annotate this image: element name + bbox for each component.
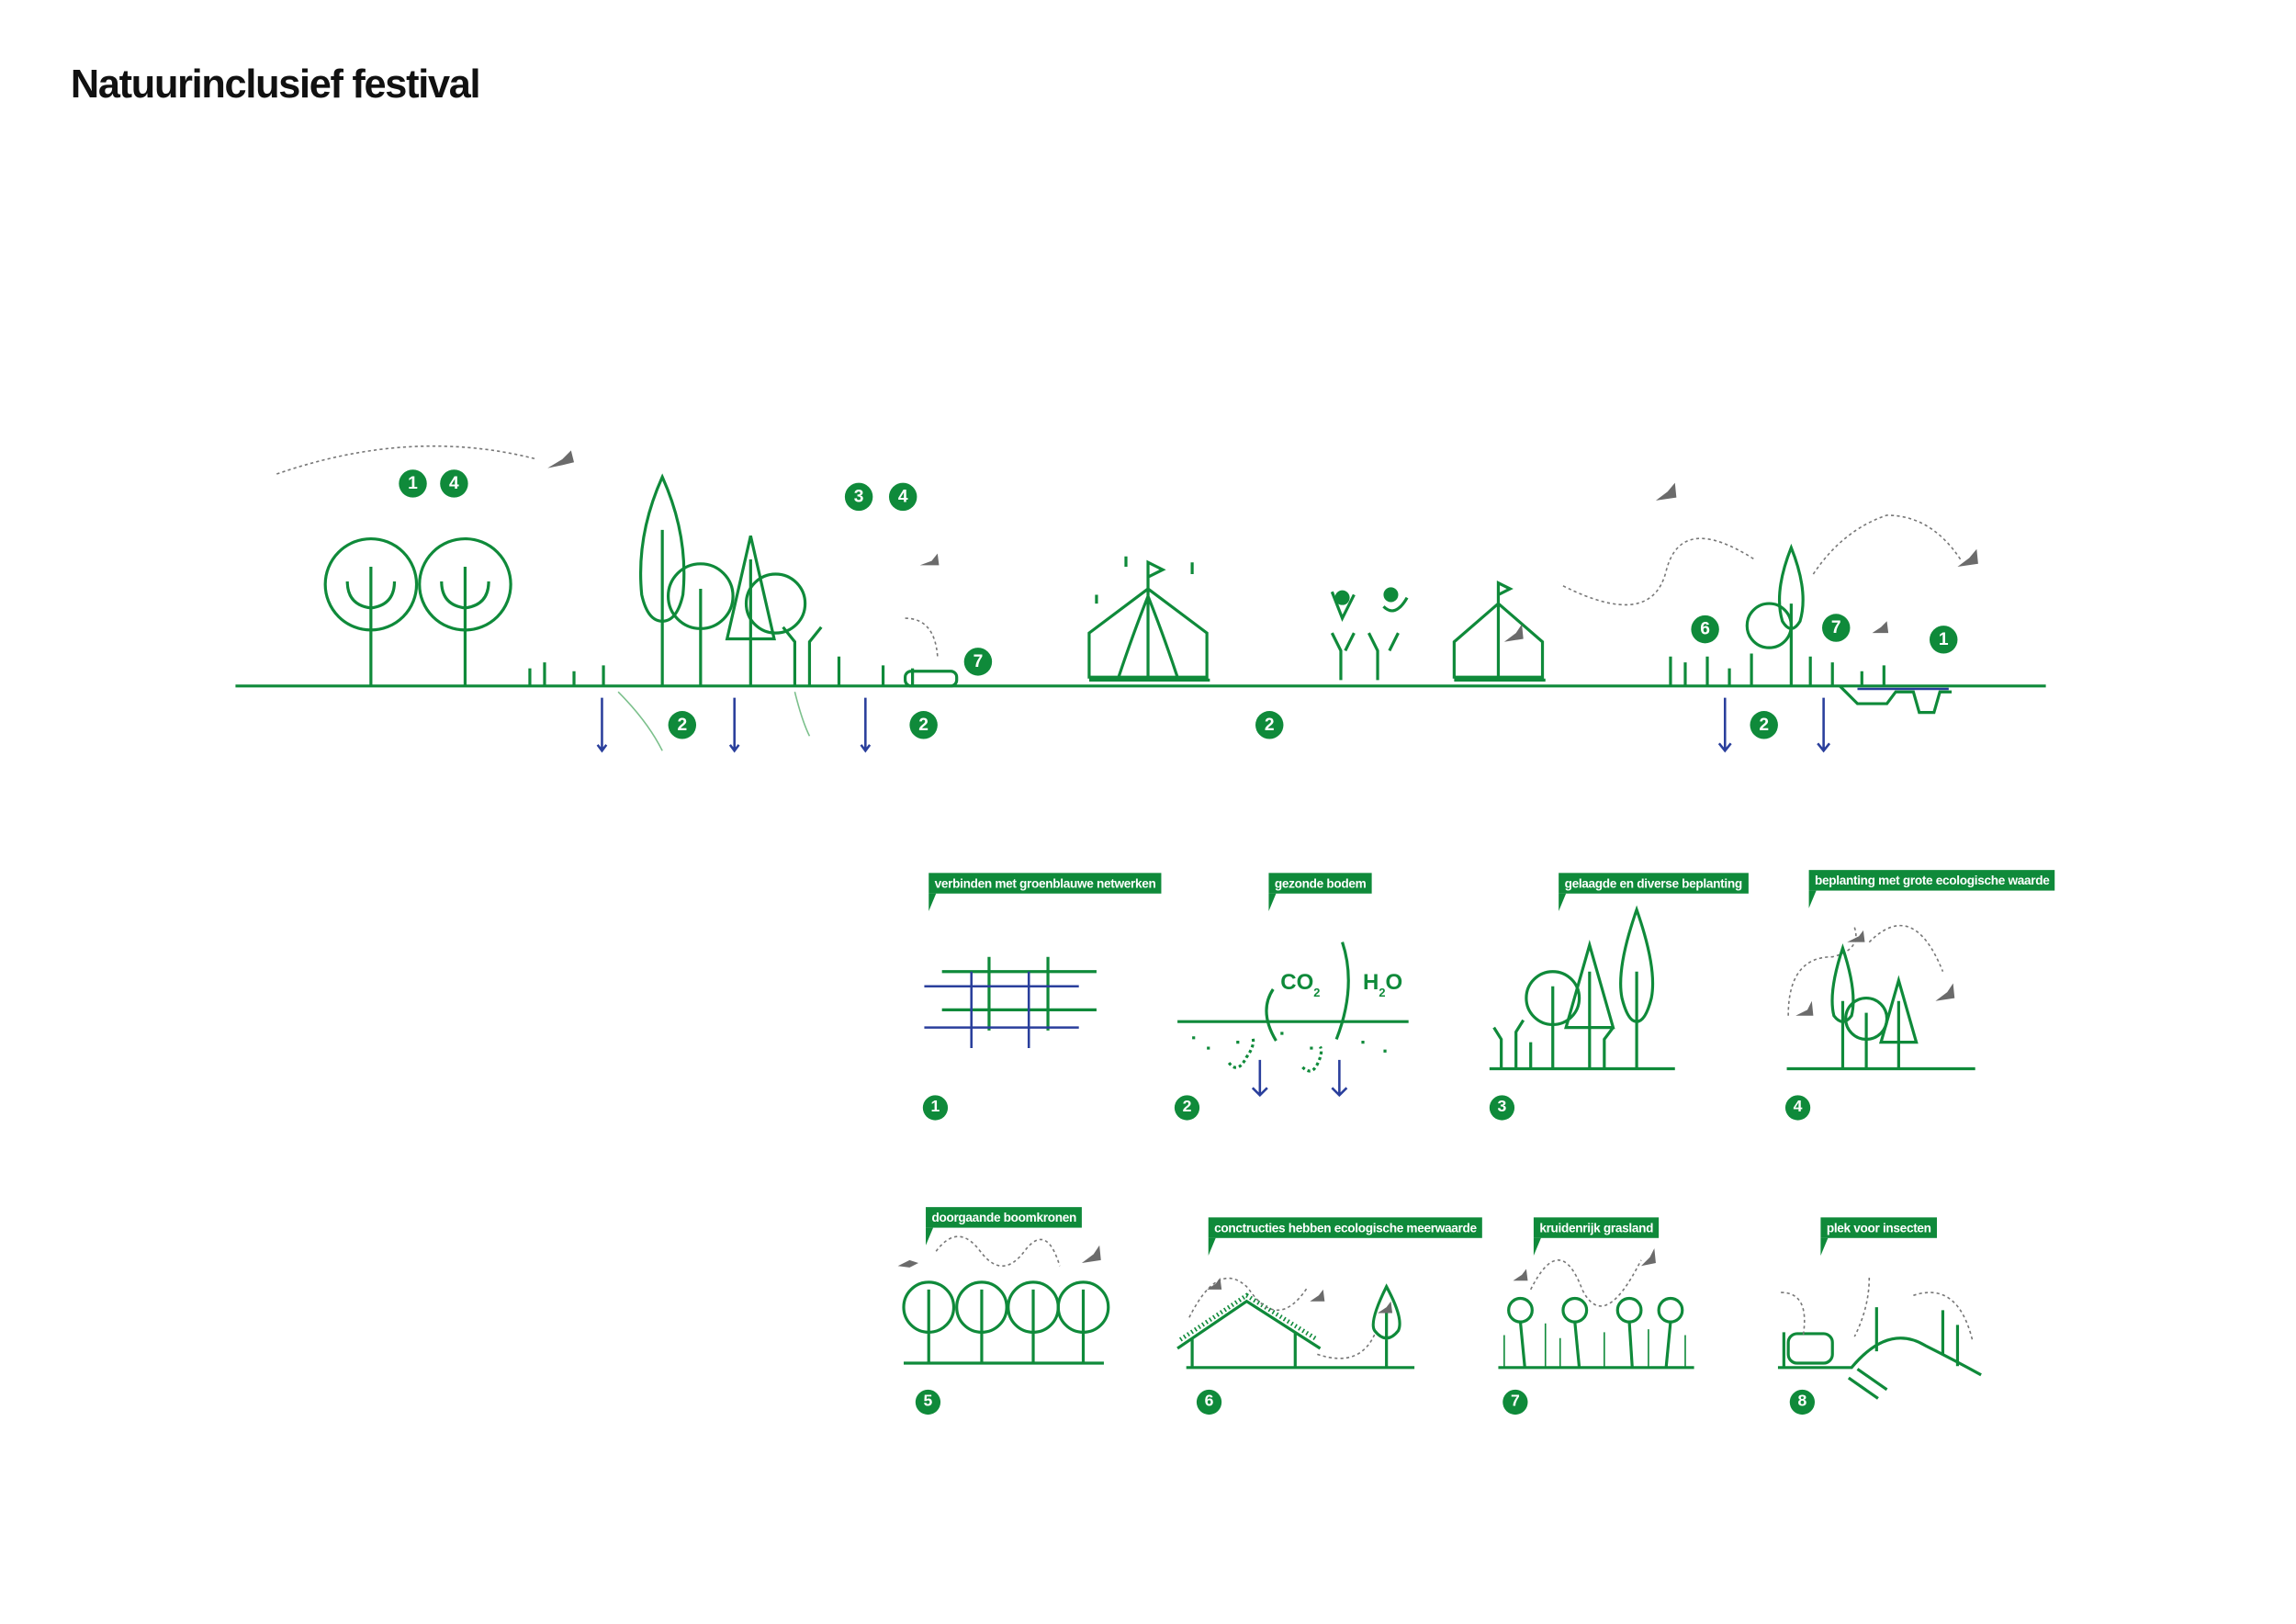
bird-icon (919, 553, 940, 566)
bat-icon (547, 450, 575, 468)
icon-green-roof-house (1176, 1277, 1415, 1370)
principle-number: 6 (1196, 1389, 1222, 1415)
h2o-subscript: 2 (1379, 986, 1385, 999)
principle-label: conctructies hebben ecologische meerwaar… (1208, 1217, 1483, 1257)
badge-7: 7 (1822, 614, 1851, 642)
principle-label: gezonde bodem (1268, 873, 1372, 912)
icon-continuous-canopies (897, 1235, 1110, 1365)
badge-1: 1 (1930, 626, 1958, 654)
bird-icon (897, 1245, 1101, 1268)
forest-icon (528, 473, 959, 751)
h2o-label: H (1363, 970, 1379, 995)
principle-label: gelaagde en diverse beplanting (1559, 873, 1749, 912)
principle-number: 5 (915, 1389, 941, 1415)
svg-text:CO2: CO2 (1280, 970, 1320, 999)
badge-3: 3 (844, 482, 873, 512)
principle-number: 4 (1784, 1095, 1811, 1121)
bat-icon (1655, 482, 1978, 634)
icon-insect-habitat (1777, 1278, 1982, 1400)
overview-landscape (235, 445, 2046, 753)
icon-layered-planting (1489, 905, 1675, 1071)
festival-tent-small-icon (1452, 581, 1546, 682)
principle-number: 8 (1789, 1389, 1816, 1415)
butterfly-icon (1513, 1248, 1656, 1281)
principle-number: 2 (1174, 1095, 1200, 1121)
badge-4: 4 (888, 482, 917, 512)
co2-subscript: 2 (1313, 986, 1320, 999)
page-title: Natuurinclusief festival (70, 62, 481, 107)
svg-text:H2O: H2O (1363, 970, 1402, 999)
badge-2: 2 (1255, 711, 1284, 739)
icon-herb-rich-grassland (1498, 1248, 1694, 1370)
bat-icon (1503, 624, 1524, 642)
badge-7: 7 (963, 648, 993, 676)
butterfly-icon (1795, 930, 1955, 1016)
principle-number: 3 (1489, 1095, 1515, 1121)
meadow-and-pond-icon (1562, 482, 1978, 715)
badge-6: 6 (1691, 615, 1719, 644)
co2-label: CO (1280, 970, 1313, 995)
badge-4: 4 (440, 469, 468, 498)
principle-label: kruidenrijk grasland (1533, 1217, 1660, 1257)
icon-healthy-soil: CO2 H2O (1177, 942, 1409, 1098)
principle-label: beplanting met grote ecologische waarde (1808, 870, 2055, 908)
badge-2: 2 (668, 711, 697, 739)
principle-label: doorgaande boomkronen (926, 1207, 1083, 1246)
badge-2: 2 (1750, 711, 1778, 739)
badge-1: 1 (399, 469, 427, 498)
festival-tent-icon (1087, 556, 1210, 682)
log-icon (1786, 1332, 1834, 1365)
h2o-tail: O (1385, 970, 1402, 995)
principle-number: 7 (1503, 1389, 1528, 1415)
round-tree-icon (323, 536, 512, 686)
badge-2: 2 (909, 711, 938, 739)
principle-label: plek voor insecten (1820, 1217, 1938, 1257)
festival-crowd-icon (1330, 587, 1409, 681)
flight-path (276, 445, 538, 475)
icon-ecological-planting (1786, 925, 1975, 1071)
water-infiltration-arrows (596, 697, 1831, 753)
principle-label: verbinden met groenblauwe netwerken (929, 873, 1162, 912)
icon-network-arrows (924, 956, 1097, 1049)
principle-number: 1 (922, 1095, 949, 1121)
